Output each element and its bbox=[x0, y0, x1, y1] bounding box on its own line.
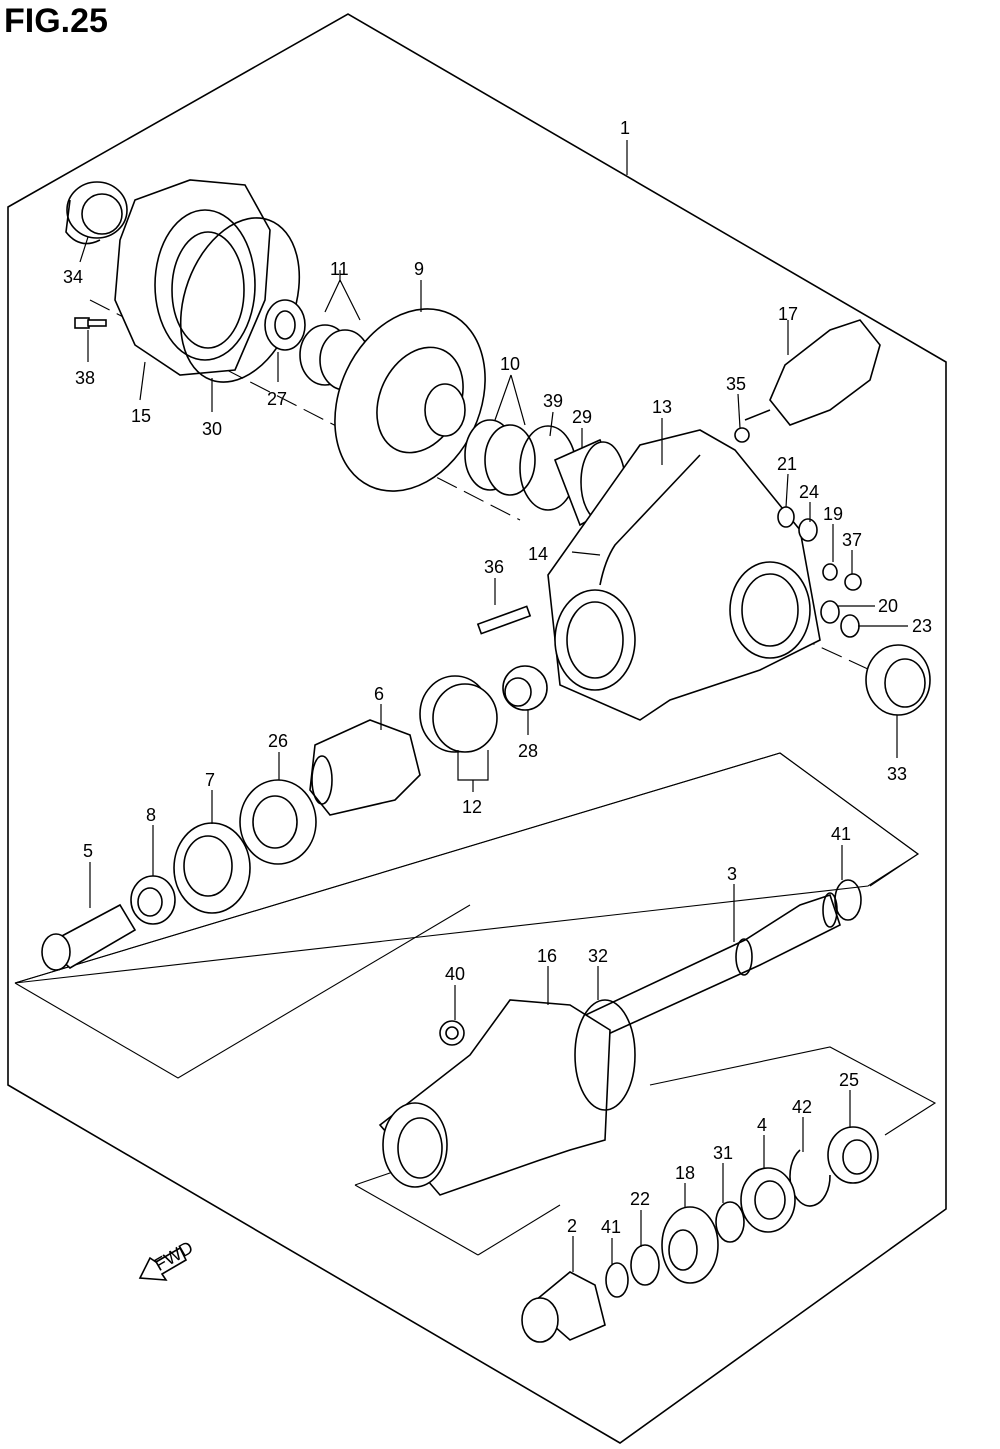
callout-35: 35 bbox=[726, 374, 746, 394]
washer-20 bbox=[820, 600, 840, 624]
callout-14: 14 bbox=[528, 544, 548, 564]
callout-41-lower: 41 bbox=[601, 1217, 621, 1237]
callout-42: 42 bbox=[792, 1097, 812, 1117]
stud-36 bbox=[476, 605, 532, 635]
plug-24 bbox=[798, 518, 818, 542]
ring-31 bbox=[715, 1201, 745, 1243]
shaft-3 bbox=[573, 892, 841, 1041]
figure-title: FIG.25 bbox=[4, 2, 108, 40]
callout-40: 40 bbox=[445, 964, 465, 984]
fwd-arrow-label: FWD bbox=[151, 1237, 196, 1275]
bearing-7 bbox=[173, 822, 251, 914]
sleeve-5 bbox=[41, 903, 137, 971]
breather-hose-14 bbox=[599, 454, 701, 586]
callout-2: 2 bbox=[567, 1216, 577, 1236]
callout-24: 24 bbox=[799, 482, 819, 502]
flange-housing-15 bbox=[114, 179, 271, 376]
shims-12 bbox=[419, 675, 498, 753]
callout-13: 13 bbox=[652, 397, 672, 417]
callout-26: 26 bbox=[268, 731, 288, 751]
bolt-38 bbox=[74, 317, 107, 329]
circlip-42 bbox=[789, 1149, 831, 1207]
subassembly-outline-right bbox=[354, 1184, 479, 1256]
washer-21 bbox=[777, 506, 795, 528]
callout-23: 23 bbox=[912, 616, 932, 636]
callout-27: 27 bbox=[267, 389, 287, 409]
callout-5: 5 bbox=[83, 841, 93, 861]
fwd-direction-arrow: FWD bbox=[138, 1237, 196, 1281]
ring-22 bbox=[630, 1244, 660, 1286]
plug-23 bbox=[840, 614, 860, 638]
callout-32: 32 bbox=[588, 946, 608, 966]
bearing-27 bbox=[264, 299, 306, 351]
callout-37: 37 bbox=[842, 530, 862, 550]
callout-16: 16 bbox=[537, 946, 557, 966]
callout-30: 30 bbox=[202, 419, 222, 439]
oil-seal-33 bbox=[865, 644, 931, 716]
bearing-4 bbox=[740, 1167, 796, 1233]
ring-gear-9 bbox=[334, 308, 486, 492]
pinion-gear-6 bbox=[309, 719, 421, 816]
callout-19: 19 bbox=[823, 504, 843, 524]
callout-labels: 1 2 3 4 5 6 7 8 9 10 11 12 13 14 15 16 1… bbox=[63, 118, 932, 1237]
callout-10: 10 bbox=[500, 354, 520, 374]
gear-case-13 bbox=[547, 429, 821, 721]
housing-16 bbox=[378, 999, 611, 1196]
callout-9: 9 bbox=[414, 259, 424, 279]
collar-8 bbox=[130, 875, 176, 925]
callout-8: 8 bbox=[146, 805, 156, 825]
callout-6: 6 bbox=[374, 684, 384, 704]
circlip-41-lower bbox=[605, 1262, 629, 1298]
gasket-32 bbox=[574, 999, 636, 1111]
bolt-37 bbox=[844, 573, 862, 591]
shims-10 bbox=[464, 419, 536, 496]
assembly-outline bbox=[7, 13, 947, 1444]
callout-25: 25 bbox=[839, 1070, 859, 1090]
callout-29: 29 bbox=[572, 407, 592, 427]
bearing-26 bbox=[239, 779, 317, 865]
nut-40 bbox=[439, 1020, 465, 1046]
bolt-35 bbox=[734, 427, 750, 443]
callout-3: 3 bbox=[727, 864, 737, 884]
callout-11: 11 bbox=[330, 259, 349, 279]
callout-39: 39 bbox=[543, 391, 563, 411]
cap-2 bbox=[521, 1271, 606, 1343]
callout-20: 20 bbox=[878, 596, 898, 616]
callout-33: 33 bbox=[887, 764, 907, 784]
damper-18 bbox=[661, 1206, 719, 1284]
callout-7: 7 bbox=[205, 770, 215, 790]
callout-34: 34 bbox=[63, 267, 83, 287]
needle-bearing-28 bbox=[502, 665, 548, 711]
callout-15: 15 bbox=[131, 406, 151, 426]
callout-28: 28 bbox=[518, 741, 538, 761]
oil-seal-34 bbox=[65, 181, 128, 245]
callout-31: 31 bbox=[713, 1143, 733, 1163]
callout-17: 17 bbox=[778, 304, 798, 324]
leader-lines bbox=[79, 140, 908, 1272]
callout-21: 21 bbox=[777, 454, 797, 474]
callout-1: 1 bbox=[620, 118, 630, 138]
callout-22: 22 bbox=[630, 1189, 650, 1209]
callout-12: 12 bbox=[462, 797, 482, 817]
callout-4: 4 bbox=[757, 1115, 767, 1135]
washer-19 bbox=[822, 563, 838, 581]
oil-seal-25 bbox=[827, 1126, 879, 1184]
callout-36: 36 bbox=[484, 557, 504, 577]
boot-17 bbox=[744, 319, 881, 426]
circlip-41-upper bbox=[834, 879, 862, 921]
callout-18: 18 bbox=[675, 1163, 695, 1183]
callout-38: 38 bbox=[75, 368, 95, 388]
callout-41-upper: 41 bbox=[831, 824, 851, 844]
